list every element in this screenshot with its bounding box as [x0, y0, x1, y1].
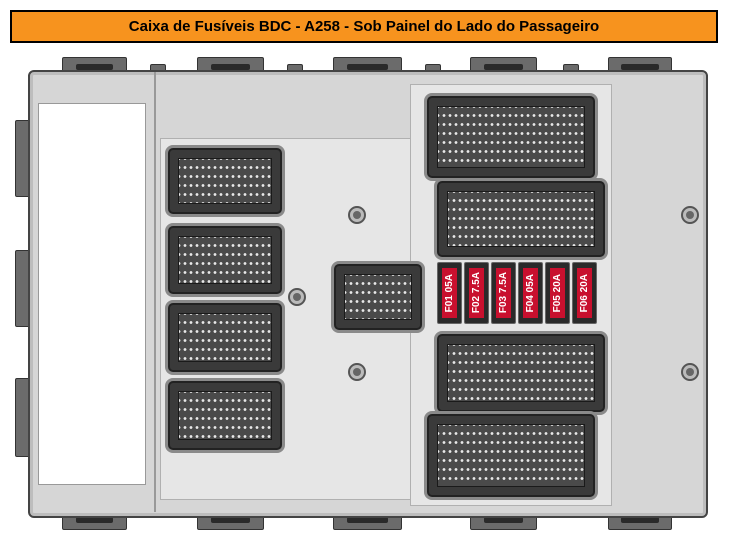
connector: [427, 414, 595, 497]
screw-icon: [681, 363, 699, 381]
screw-icon: [288, 288, 306, 306]
fuse-f04[interactable]: F04 05A: [518, 262, 543, 324]
label-area: [38, 103, 146, 485]
screw-icon: [348, 206, 366, 224]
connector: [427, 96, 595, 178]
fuse-f02[interactable]: F02 7.5A: [464, 262, 489, 324]
fuse-label: F05 20A: [552, 273, 563, 313]
connector: [168, 381, 282, 450]
fuse-label: F03 7.5A: [498, 272, 509, 314]
fuse-label: F02 7.5A: [471, 272, 482, 314]
connector: [168, 226, 282, 294]
screw-icon: [348, 363, 366, 381]
fuse-f01[interactable]: F01 05A: [437, 262, 462, 324]
fuse-label: F04 05A: [525, 273, 536, 313]
screw-icon: [681, 206, 699, 224]
fuse-label: F01 05A: [444, 273, 455, 313]
fuse-f06[interactable]: F06 20A: [572, 262, 597, 324]
connector: [437, 181, 605, 257]
fuse-f05[interactable]: F05 20A: [545, 262, 570, 324]
connector: [168, 148, 282, 214]
connector: [437, 334, 605, 412]
connector-small: [334, 264, 422, 330]
diagram-title: Caixa de Fusíveis BDC - A258 - Sob Paine…: [10, 10, 718, 43]
connector: [168, 303, 282, 372]
divider: [154, 72, 156, 512]
fuse-label: F06 20A: [579, 273, 590, 313]
fuse-f03[interactable]: F03 7.5A: [491, 262, 516, 324]
